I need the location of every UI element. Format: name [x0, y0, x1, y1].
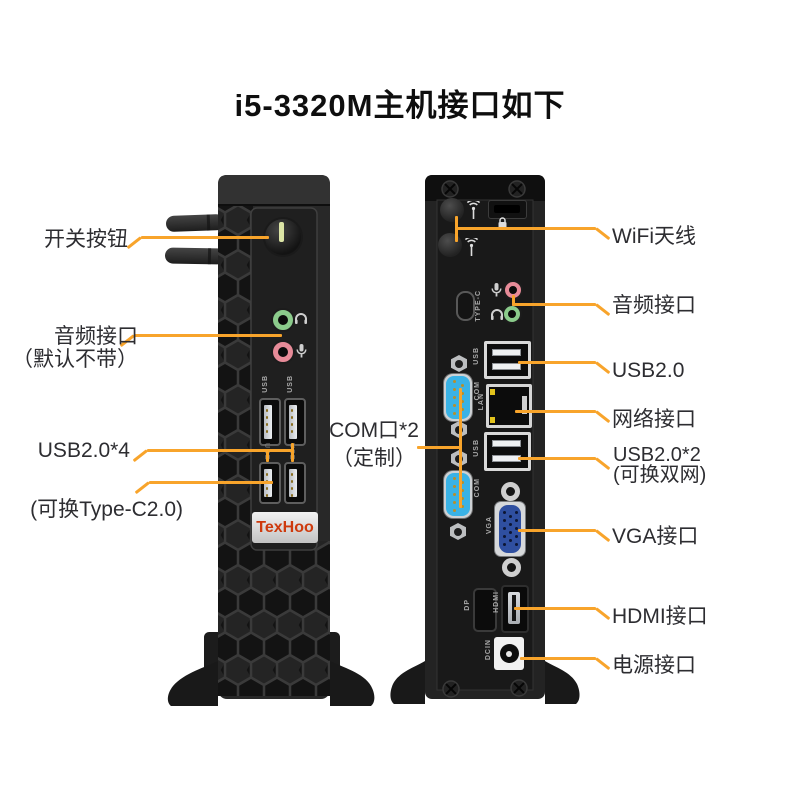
ethernet-port[interactable]: [486, 384, 532, 428]
headphone-jack-rear[interactable]: [504, 306, 520, 322]
usb-port[interactable]: [284, 398, 306, 446]
jack-screw: [450, 523, 466, 540]
lan-led: [490, 417, 495, 423]
dp-port-label: DP: [464, 599, 471, 611]
label-usb-bottom-line1: USB2.0*2: [613, 444, 701, 466]
callout-line-hdmi: [514, 607, 596, 610]
callout-line-usb-top: [518, 361, 596, 364]
kensington-lock-slot: [488, 200, 527, 219]
label-usb-top: USB2.0: [612, 359, 685, 382]
vga-screw-hole: [501, 482, 520, 501]
mini-pc-front-view: USB USB USB USB TexHoo: [160, 175, 375, 708]
hdmi-port-label: HDMI: [493, 591, 500, 613]
label-lan: 网络接口: [612, 408, 696, 431]
label-com-line1: COM口*2: [329, 419, 419, 442]
label-front-audio-line1: 音频接口: [54, 325, 138, 348]
antenna-connector[interactable]: [438, 233, 462, 257]
page-title: i5-3320M主机接口如下: [234, 88, 566, 123]
usb-port-label: USB: [287, 375, 294, 393]
callout-line-front-audio: [134, 334, 282, 337]
usb-port[interactable]: [259, 398, 281, 446]
vga-port-label: VGA: [486, 516, 493, 535]
brand-name: TexHoo: [256, 518, 314, 536]
headphone-jack-front[interactable]: [273, 310, 293, 330]
label-front-audio-line2: （默认不带）: [12, 348, 138, 371]
callout-line-dcin: [520, 657, 596, 660]
vga-screw-hole: [502, 558, 521, 577]
com-port-2[interactable]: [444, 471, 472, 518]
callout-line-front-usb: [147, 449, 293, 452]
label-vga: VGA接口: [612, 525, 699, 548]
callout-line-front-usb: [291, 443, 294, 462]
mic-jack-front[interactable]: [273, 342, 293, 362]
type-c-port-blank: [456, 291, 475, 321]
label-rear-audio: 音频接口: [612, 294, 696, 317]
callout-line-com: [459, 388, 462, 508]
power-button-indicator: [279, 222, 284, 242]
label-hdmi: HDMI接口: [612, 605, 708, 628]
callout-line-power: [126, 236, 142, 250]
callout-line-front-usb: [132, 449, 148, 463]
com-port-label: COM: [474, 381, 481, 401]
callout-line-typec: [149, 481, 273, 484]
callout-line-lan: [515, 410, 596, 413]
label-dc-in: 电源接口: [612, 654, 696, 677]
callout-line-com: [417, 446, 461, 449]
vga-port[interactable]: [495, 502, 525, 556]
label-wifi-antenna: WiFi天线: [612, 225, 696, 248]
callout-line-usb-bottom: [518, 457, 596, 460]
usb2-dual-port-bottom[interactable]: [484, 432, 531, 471]
usb-port[interactable]: [284, 462, 306, 504]
callout-line-power: [141, 236, 269, 239]
label-usb-bottom-line2: (可换双网): [613, 464, 707, 486]
brand-badge: TexHoo: [252, 512, 318, 543]
usb-port-label: USB: [262, 375, 269, 393]
dcin-port-label: DCIN: [485, 639, 492, 661]
callout-line-rear-audio: [512, 295, 515, 306]
com-port-1[interactable]: [444, 374, 472, 421]
usb-port-label: USB: [473, 347, 480, 365]
usb-port-label: USB: [473, 439, 480, 457]
callout-line-wifi: [455, 227, 596, 230]
displayport-blank: [473, 588, 497, 632]
label-typec-option: (可换Type-C2.0): [30, 498, 183, 521]
callout-line-rear-audio: [512, 303, 596, 306]
label-power-button: 开关按钮: [44, 228, 128, 251]
lan-led: [490, 389, 495, 395]
type-c-port-label: TYPE-C: [475, 290, 482, 322]
callout-line-front-usb: [266, 451, 269, 462]
label-com-line2: （定制）: [332, 447, 416, 470]
dc-power-jack[interactable]: [494, 637, 524, 670]
label-com-ports: COM口*2 （定制）: [328, 417, 420, 473]
label-front-audio: 音频接口 （默认不带）: [5, 325, 138, 371]
lan-clip: [522, 396, 527, 414]
label-front-usb: USB2.0*4: [37, 439, 130, 462]
callout-line-typec: [134, 481, 150, 495]
callout-line-vga: [518, 529, 596, 532]
label-usb-bottom: USB2.0*2 (可换双网): [613, 445, 706, 485]
com-port-label: COM: [474, 478, 481, 498]
jack-screw: [451, 355, 467, 372]
front-chassis-drawing: [167, 175, 375, 706]
usb2-dual-port-top[interactable]: [484, 341, 531, 379]
antenna-connector[interactable]: [440, 198, 464, 222]
mini-pc-rear-view: TYPE-C USB LAN USB COM COM VGA DP: [385, 175, 615, 708]
